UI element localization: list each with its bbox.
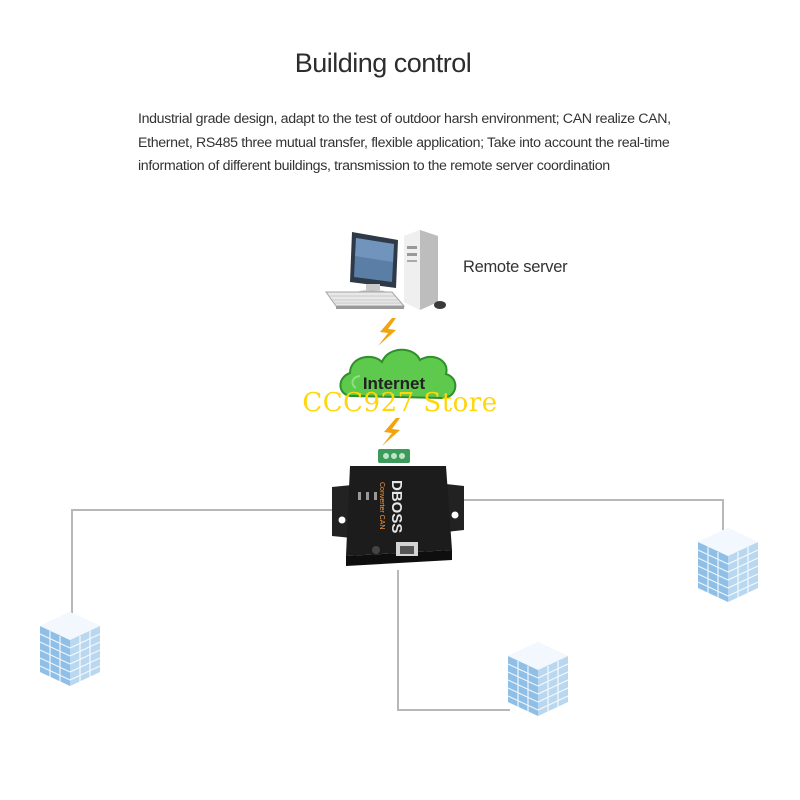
cloud-label: Internet [363,374,426,393]
line-left-building [71,509,340,625]
line-bottom-building [397,570,510,711]
lightning-bolt-icon [378,318,396,346]
description-text: Industrial grade design, adapt to the te… [138,111,671,174]
connection-lines [71,499,724,711]
device-brand: DBOSS [388,480,405,533]
lightning-bolt-icon [382,418,400,446]
building-icon [39,611,101,687]
converter-device-icon: DBOSS Converter CAN [332,449,464,566]
building-icon [697,527,759,603]
remote-server-label: Remote server [463,258,568,276]
line-right-building [458,499,724,530]
desktop-computer-icon [325,230,446,310]
page-title: Building control [294,48,472,78]
cloud-icon: Internet [339,348,457,400]
device-subtitle: Converter CAN [378,482,385,529]
store-watermark: CCC927 Store [302,388,498,418]
building-icon [507,641,569,717]
